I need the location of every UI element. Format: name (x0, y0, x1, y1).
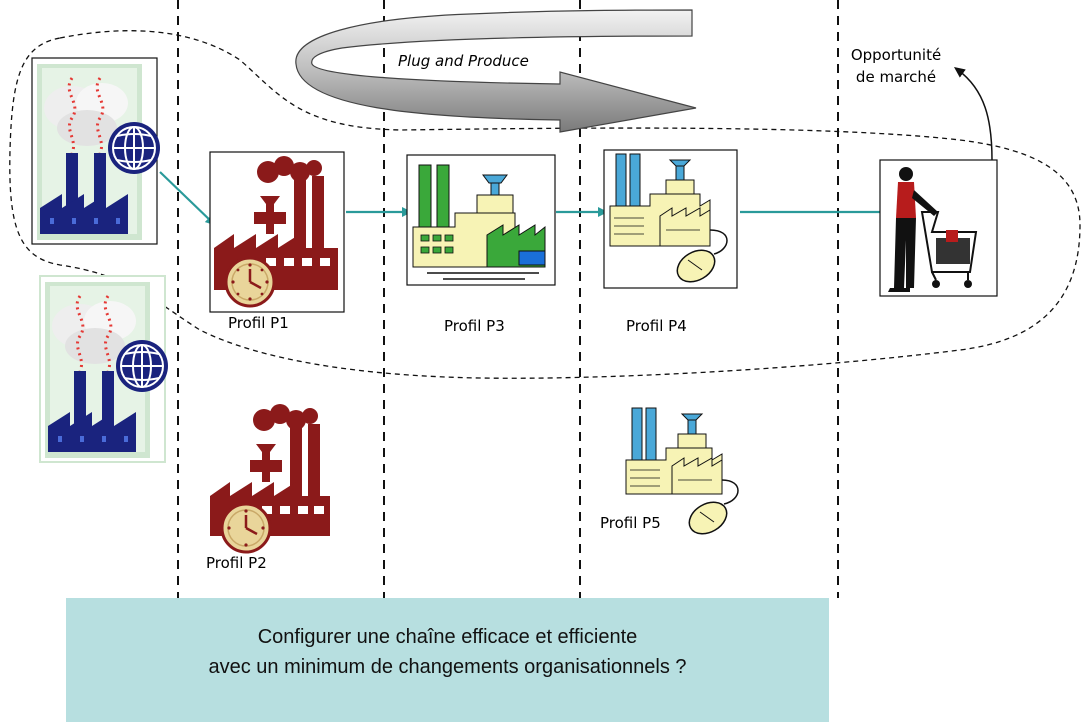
factory-mouse-icon (625, 407, 739, 535)
factory-green-icon (406, 154, 556, 286)
enterprise-globe-icon (39, 275, 168, 463)
question-box: Configurer une chaîne efficace et effici… (66, 598, 829, 722)
profile-label-p3: Profil P3 (444, 317, 505, 335)
market-opportunity-label: Opportunité de marché (836, 44, 956, 88)
factory-clock-icon (210, 404, 330, 554)
market-opportunity-line1: Opportunité (850, 46, 942, 64)
plug-and-produce-label: Plug and Produce (398, 52, 529, 70)
factory-mouse-icon (603, 149, 738, 289)
market-opportunity-arrow (953, 67, 993, 161)
market-opportunity-line2: de marché (855, 68, 937, 86)
connector-enterprise-p1 (159, 171, 216, 226)
profile-label-p2: Profil P2 (206, 554, 267, 572)
selected-chain-outline (9, 30, 1081, 379)
shopper-cart-icon (879, 159, 998, 297)
profile-label-p1: Profil P1 (228, 314, 289, 332)
plug-and-produce-arrow (295, 9, 697, 133)
factory-clock-icon (209, 151, 345, 313)
question-line1: Configurer une chaîne efficace et effici… (257, 626, 638, 648)
question-line2: avec un minimum de changements organisat… (208, 656, 687, 678)
profile-label-p4: Profil P4 (626, 317, 687, 335)
profile-label-p5: Profil P5 (600, 514, 661, 532)
enterprise-globe-icon (31, 57, 160, 245)
